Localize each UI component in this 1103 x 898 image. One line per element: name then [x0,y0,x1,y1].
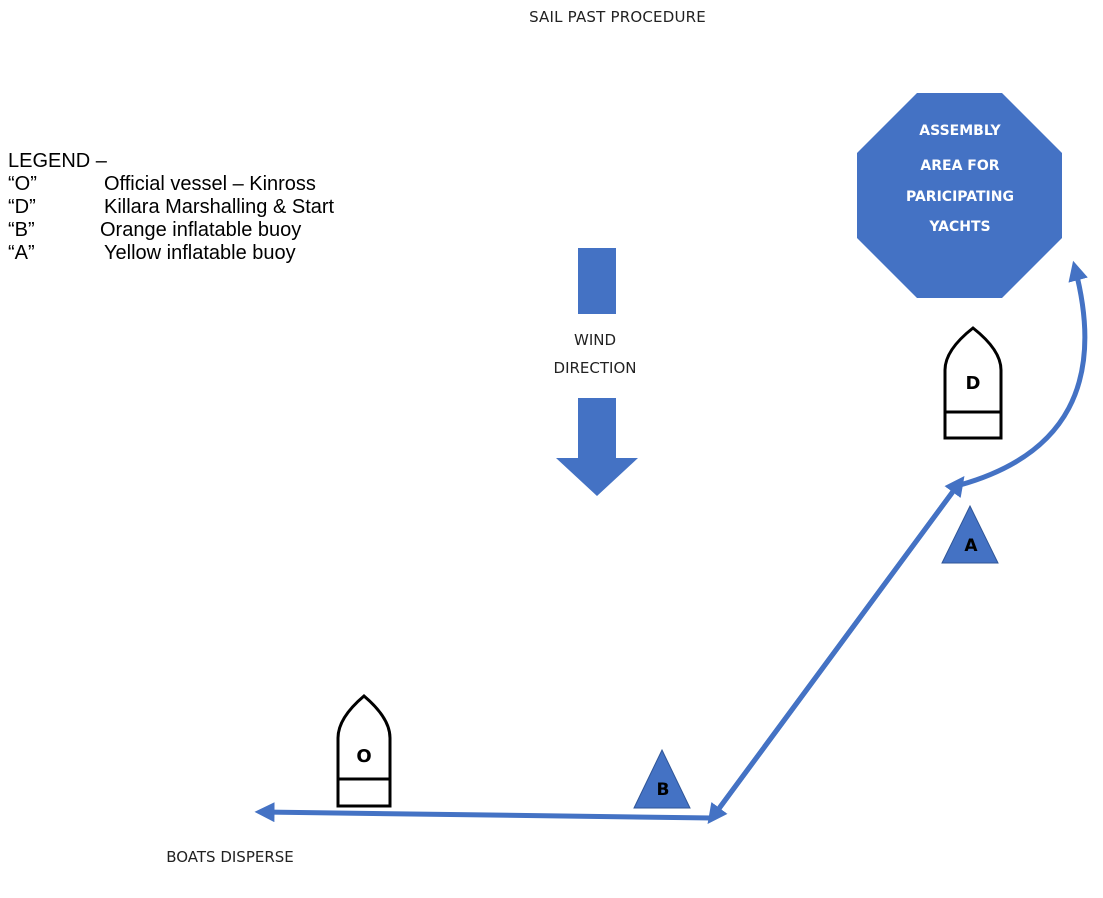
wind-bar [578,248,616,314]
buoy-b-icon [633,748,691,809]
legend-key: “B” [8,219,35,241]
wind-arrow-icon [556,398,638,496]
wind-label-line1: WIND [573,331,617,349]
buoy-b-label: B [657,780,670,800]
legend-desc: Yellow inflatable buoy [104,242,296,264]
assembly-label-line4: YACHTS [928,219,990,235]
legend-desc: Orange inflatable buoy [100,219,302,241]
legend-key: “O” [8,173,37,195]
boat-o-label: O [356,746,371,767]
legend-key: “D” [8,196,36,218]
legend-item: “B” Orange inflatable buoy [8,219,334,242]
course-disperse-arrow [254,802,713,823]
wind-label-line2: DIRECTION [553,359,637,377]
legend-key: “A” [8,242,35,264]
legend-item: “O” Official vessel – Kinross [8,173,334,196]
boat-d-icon: D [943,326,1003,440]
legend-desc: Killara Marshalling & Start [104,196,335,218]
course-to-assembly-arrow [959,260,1088,488]
boat-d-label: D [966,373,981,394]
course-leg-to-b-arrow [707,480,963,825]
boats-disperse-label: BOATS DISPERSE [166,848,294,866]
assembly-area-octagon [857,93,1062,298]
legend-desc: Official vessel – Kinross [104,173,316,195]
assembly-label-line2: AREA FOR [920,158,999,174]
wind-direction-label: WIND DIRECTION [535,326,655,382]
buoy-a-label: A [964,536,978,556]
assembly-label-line1: ASSEMBLY [919,123,1001,139]
legend-item: “A” Yellow inflatable buoy [8,242,334,265]
assembly-label-line3: PARICIPATING [906,189,1014,205]
legend: LEGEND – “O” Official vessel – Kinross “… [8,150,334,265]
legend-item: “D” Killara Marshalling & Start [8,196,334,219]
legend-heading: LEGEND – [8,150,107,172]
diagram-title: SAIL PAST PROCEDURE [529,8,706,26]
buoy-a-icon [941,504,999,564]
boat-o-icon: O [336,694,392,808]
